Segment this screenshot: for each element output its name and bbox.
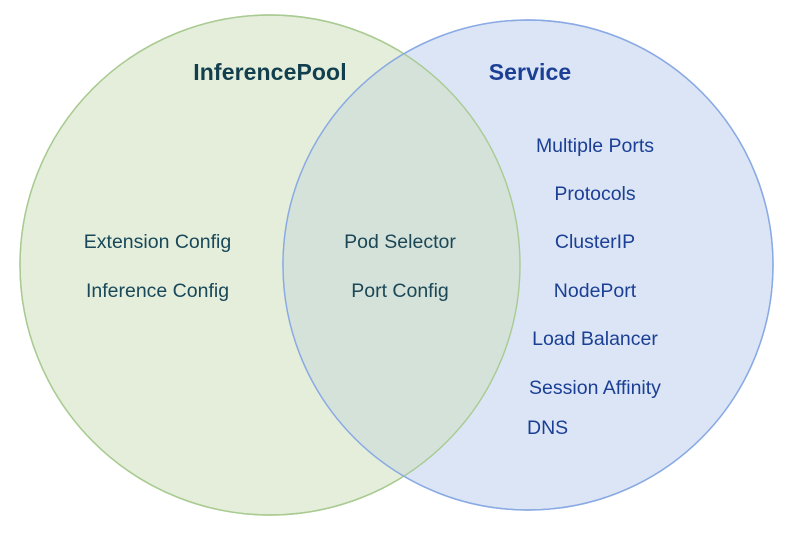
left-set-item-inference-config: Inference Config (85, 280, 230, 302)
intersection-region[interactable] (283, 20, 773, 510)
right-set-item-load-balancer: Load Balancer (532, 328, 658, 350)
right-set-item-dns: DNS (527, 417, 569, 439)
right-set-item-clusterip: ClusterIP (554, 231, 636, 253)
intersection-item-port-config: Port Config (351, 280, 449, 302)
right-set-item-multiple-ports: Multiple Ports (535, 135, 655, 157)
right-set-item-nodeport: NodePort (553, 280, 637, 302)
left-set-item-extension-config: Extension Config (83, 231, 232, 253)
circle-service-outline (282, 19, 774, 511)
set-title-service: Service (488, 59, 572, 85)
right-set-item-session-affinity: Session Affinity (529, 377, 661, 399)
right-set-item-protocols: Protocols (554, 183, 636, 205)
intersection-item-pod-selector: Pod Selector (344, 231, 456, 253)
circle-inferencepool-outline (19, 14, 521, 516)
set-title-inferencepool: InferencePool (193, 59, 347, 85)
